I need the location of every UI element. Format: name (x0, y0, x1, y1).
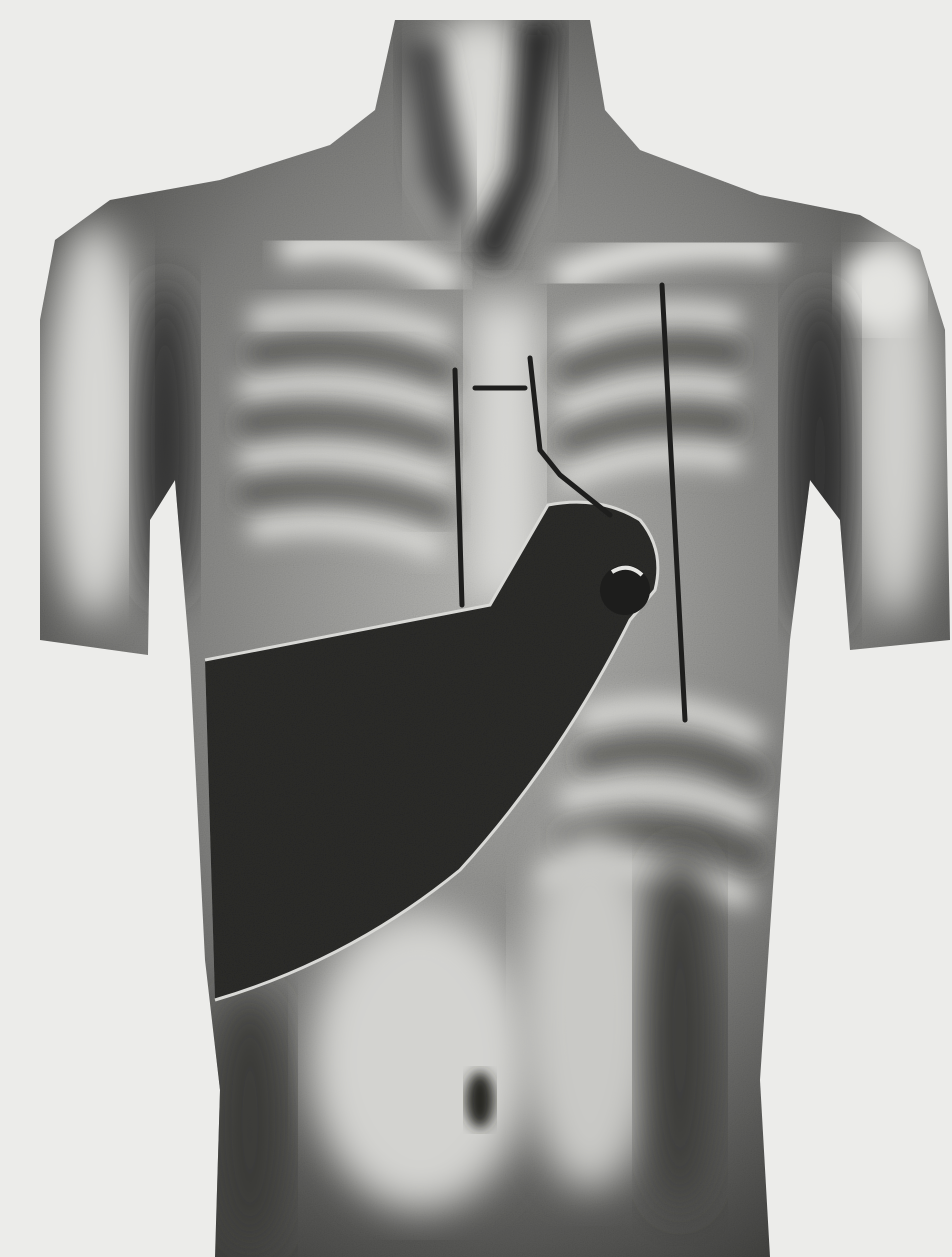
navel (466, 1072, 494, 1128)
nipple (600, 565, 650, 615)
